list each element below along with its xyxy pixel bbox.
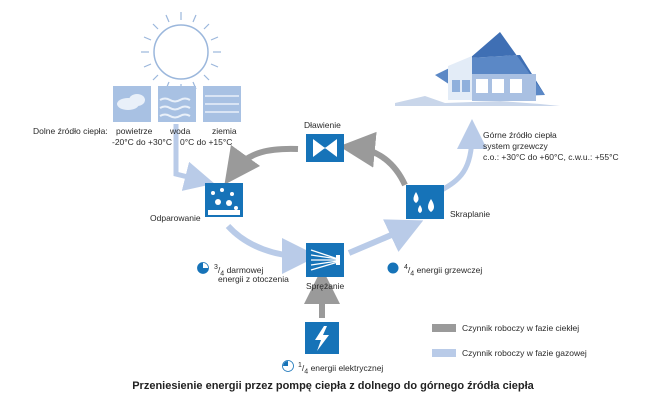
air-source-tile (113, 86, 151, 122)
throttling-label: Dławienie (304, 120, 341, 130)
sun-icon (141, 12, 221, 92)
ground-source-tile (203, 86, 241, 122)
evaporation-label: Odparowanie (150, 213, 201, 223)
ambient-fraction-den: 4 (220, 270, 225, 278)
sink-temps: c.o.: +30°C do +60°C, c.w.u.: +55°C (483, 152, 619, 162)
air-label: powietrze (116, 126, 153, 136)
ambient-energy-label: 3/4 darmowej (214, 264, 264, 278)
heating-fraction-num: 4 (404, 264, 408, 271)
ambient-energy-text-2: energii z otoczenia (218, 274, 289, 284)
source-title: Dolne źródło ciepła: (33, 126, 108, 136)
legend-liquid-label: Czynnik roboczy w fazie ciekłej (462, 323, 580, 333)
sink-system: system grzewczy (483, 141, 548, 151)
water-source-tile (158, 86, 196, 122)
compression-icon (306, 243, 344, 277)
electric-fraction-num: 1 (298, 362, 302, 369)
legend-liquid-swatch (432, 324, 456, 332)
electric-energy-label: 1/4 energii elektrycznej (298, 362, 384, 376)
condensation-icon (406, 185, 444, 219)
throttling-valve-icon (306, 134, 344, 162)
water-label: woda (170, 126, 191, 136)
compression-label: Sprężanie (306, 281, 345, 291)
electric-energy-text: energii elektrycznej (310, 362, 384, 373)
heating-fraction-den: 4 (410, 270, 415, 278)
air-water-range: -20°C do +30°C (112, 137, 172, 147)
house-icon (395, 32, 560, 106)
heating-energy-pie-icon (387, 262, 399, 274)
ground-label: ziemia (212, 126, 237, 136)
electric-energy-pie-icon (282, 360, 294, 372)
heating-energy-label: 4/4 energii grzewczej (404, 264, 483, 278)
ambient-energy-text-1: darmowej (226, 264, 264, 275)
electricity-icon (305, 322, 339, 354)
ambient-fraction-num: 3 (214, 264, 218, 271)
heating-energy-text: energii grzewczej (416, 264, 483, 275)
ambient-energy-pie-icon (197, 262, 209, 274)
sink-title: Górne źródło ciepła (483, 130, 557, 140)
condensation-label: Skraplanie (450, 209, 491, 219)
diagram-caption: Przeniesienie energii przez pompę ciepła… (132, 380, 534, 392)
electric-fraction-den: 4 (304, 368, 309, 376)
ground-range: 0°C do +15°C (180, 137, 233, 147)
legend-gas-label: Czynnik roboczy w fazie gazowej (462, 348, 587, 358)
legend-gas-swatch (432, 349, 456, 357)
evaporation-icon (205, 183, 243, 217)
